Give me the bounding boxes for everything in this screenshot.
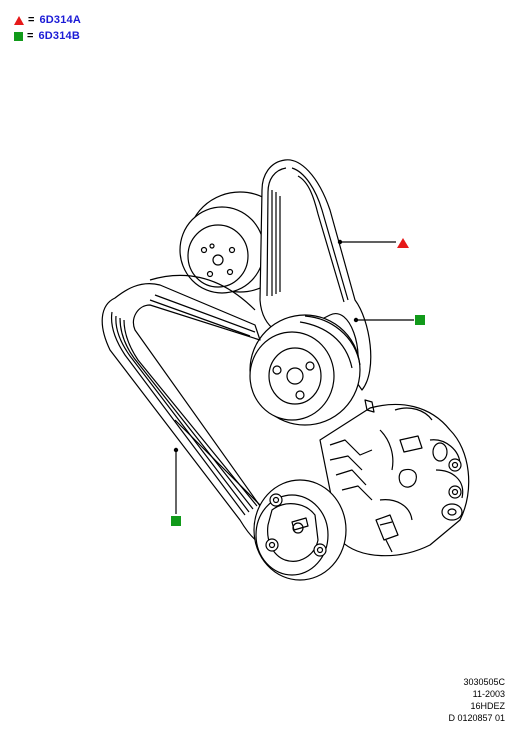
compressor-clutch	[253, 479, 347, 581]
middle-pulley	[249, 314, 361, 426]
red-triangle-icon	[14, 15, 24, 25]
callout-red-triangle-icon	[397, 238, 409, 248]
green-square-icon	[14, 31, 23, 41]
lower-belt	[101, 274, 286, 548]
legend-row-6d314b: = 6D314B	[14, 28, 81, 44]
diagram-reference: D 0120857 01	[448, 713, 505, 723]
diagram-info: 3030505C 11-2003 16HDEZ D 0120857 01	[448, 676, 505, 724]
ac-compressor	[319, 399, 470, 557]
callout-green-square-icon	[415, 315, 425, 325]
legend-equals: =	[27, 30, 34, 42]
diagram-engine-code: 16HDEZ	[470, 701, 505, 711]
legend-row-6d314a: = 6D314A	[14, 12, 81, 28]
diagram-code: 3030505C	[463, 677, 505, 687]
legend-part-number: 6D314B	[38, 30, 80, 42]
legend: = 6D314A = 6D314B	[14, 12, 81, 44]
legend-equals: =	[28, 14, 35, 26]
legend-part-number: 6D314A	[39, 14, 81, 26]
callout-green-square-icon	[171, 516, 181, 526]
diagram-date: 11-2003	[472, 689, 505, 699]
